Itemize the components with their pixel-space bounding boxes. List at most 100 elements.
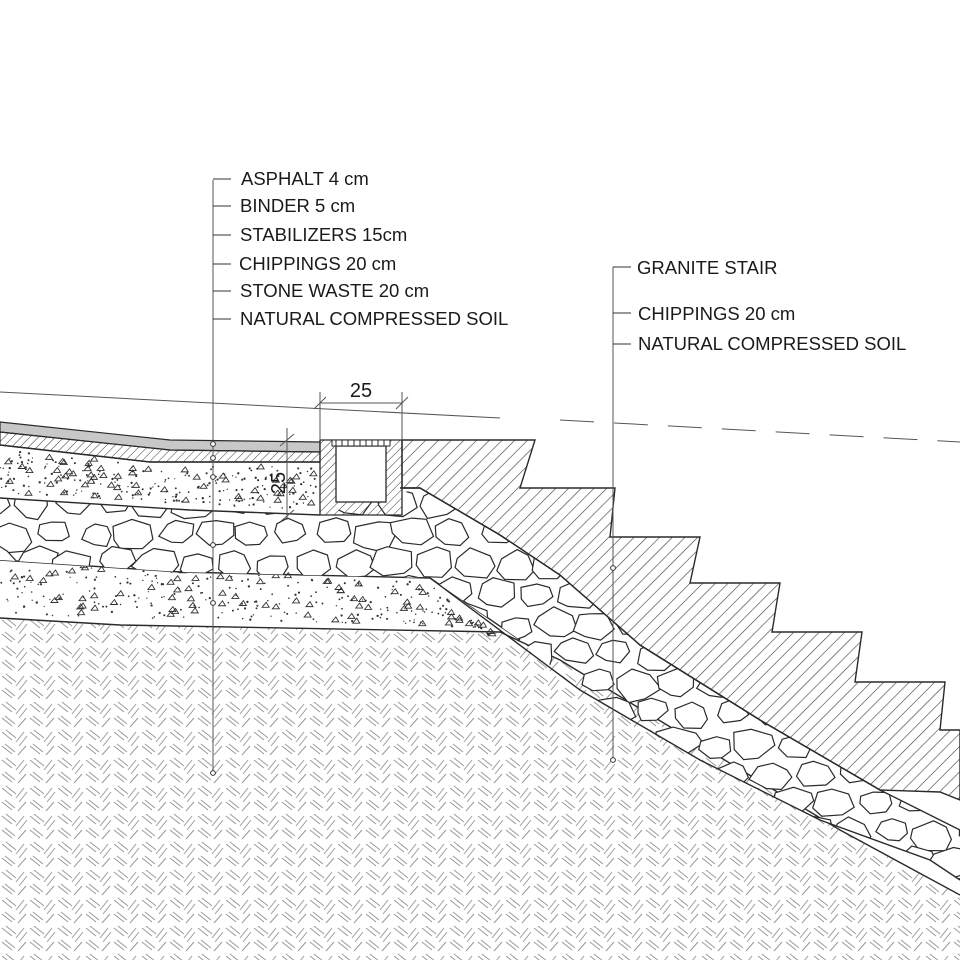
pavement-callout-leader: [210, 178, 231, 776]
stone: [874, 583, 912, 612]
aggregate-dot: [205, 472, 208, 475]
aggregate-mark: [52, 466, 62, 473]
aggregate-dot: [113, 473, 115, 476]
aggregate-dot: [1, 486, 3, 489]
aggregate-dot: [79, 479, 82, 482]
leader-node: [610, 757, 616, 763]
aggregate-dot: [58, 465, 60, 467]
aggregate-dot: [116, 478, 119, 481]
aggregate-dot: [20, 576, 24, 579]
aggregate-dot: [294, 593, 297, 596]
aggregate-dot: [286, 612, 289, 615]
aggregate-dot: [110, 610, 114, 614]
aggregate-dot: [39, 491, 41, 493]
aggregate-dot: [441, 614, 444, 617]
aggregate-mark: [285, 476, 295, 483]
aggregate-dot: [174, 487, 177, 490]
aggregate-dot: [249, 618, 252, 621]
aggregate-dot: [152, 486, 154, 488]
aggregate-dot: [129, 582, 132, 585]
aggregate-dot: [256, 604, 259, 607]
aggregate-dot: [231, 475, 234, 477]
aggregate-mark: [192, 473, 201, 480]
aggregate-dot: [403, 620, 405, 622]
aggregate-dot: [172, 496, 174, 498]
aggregate-dot: [96, 492, 99, 495]
aggregate-dot: [66, 477, 69, 480]
stone: [874, 523, 922, 552]
aggregate-mark: [271, 571, 281, 579]
aggregate-mark: [86, 471, 95, 478]
aggregate-mark: [59, 488, 69, 496]
aggregate-dot: [487, 633, 490, 636]
aggregate-dot: [292, 492, 295, 495]
aggregate-dot: [97, 494, 101, 498]
aggregate-dot: [341, 607, 343, 610]
aggregate-mark: [80, 564, 90, 571]
stone: [859, 791, 893, 815]
aggregate-mark: [334, 583, 343, 590]
aggregate-dot: [396, 611, 398, 614]
stone: [733, 728, 776, 761]
aggregate-dot: [208, 597, 211, 600]
stone: [895, 604, 938, 635]
aggregate-dot: [223, 473, 226, 476]
aggregate-dot: [426, 592, 429, 595]
aggregate-mark: [261, 601, 270, 608]
aggregate-dot: [60, 474, 62, 476]
aggregate-dot: [215, 476, 217, 478]
aggregate-dot: [287, 584, 290, 587]
aggregate-dot: [221, 612, 223, 614]
aggregate-dot: [149, 487, 152, 490]
aggregate-dot: [27, 459, 30, 462]
aggregate-mark: [415, 603, 425, 610]
stone: [748, 762, 793, 791]
aggregate-mark: [181, 496, 190, 503]
aggregate-dot: [444, 611, 447, 614]
aggregate-dot: [252, 614, 255, 616]
aggregate-mark: [473, 619, 483, 626]
aggregate-dot: [241, 617, 244, 620]
aggregate-dot: [93, 601, 96, 604]
aggregate-mark: [255, 494, 265, 501]
aggregate-dot: [271, 466, 273, 468]
stone: [98, 488, 131, 514]
aggregate-mark: [53, 475, 63, 482]
aggregate-mark: [306, 499, 316, 506]
stone: [955, 523, 960, 551]
aggregate-dot: [376, 614, 379, 618]
aggregate-dot: [252, 503, 255, 506]
aggregate-dot: [10, 460, 13, 463]
aggregate-dot: [45, 613, 48, 616]
aggregate-mark: [180, 466, 190, 473]
aggregate-dot: [146, 573, 149, 576]
aggregate-dot: [257, 479, 260, 482]
aggregate-dot: [142, 470, 145, 473]
stone: [616, 491, 652, 517]
aggregate-dot: [148, 491, 151, 494]
aggregate-dot: [179, 608, 182, 611]
aggregate-dot: [38, 481, 41, 484]
aggregate-dot: [247, 585, 251, 588]
aggregate-dot: [126, 577, 129, 580]
aggregate-dot: [246, 578, 250, 581]
aggregate-mark: [402, 598, 412, 605]
aggregate-dot: [341, 596, 344, 599]
aggregate-mark: [454, 614, 464, 621]
drain-channel: [319, 439, 403, 516]
aggregate-dot: [362, 599, 364, 601]
aggregate-dot: [262, 500, 265, 503]
aggregate-dot: [369, 600, 372, 604]
aggregate-dot: [433, 587, 435, 590]
aggregate-dot: [255, 607, 258, 610]
stone: [898, 488, 935, 516]
aggregate-dot: [406, 583, 409, 586]
aggregate-dot: [379, 616, 382, 619]
aggregate-dot: [163, 614, 166, 617]
stone: [454, 547, 496, 579]
aggregate-dot: [312, 491, 315, 495]
aggregate-dot: [310, 595, 313, 597]
aggregate-dot: [30, 591, 33, 593]
aggregate-mark: [109, 598, 119, 605]
